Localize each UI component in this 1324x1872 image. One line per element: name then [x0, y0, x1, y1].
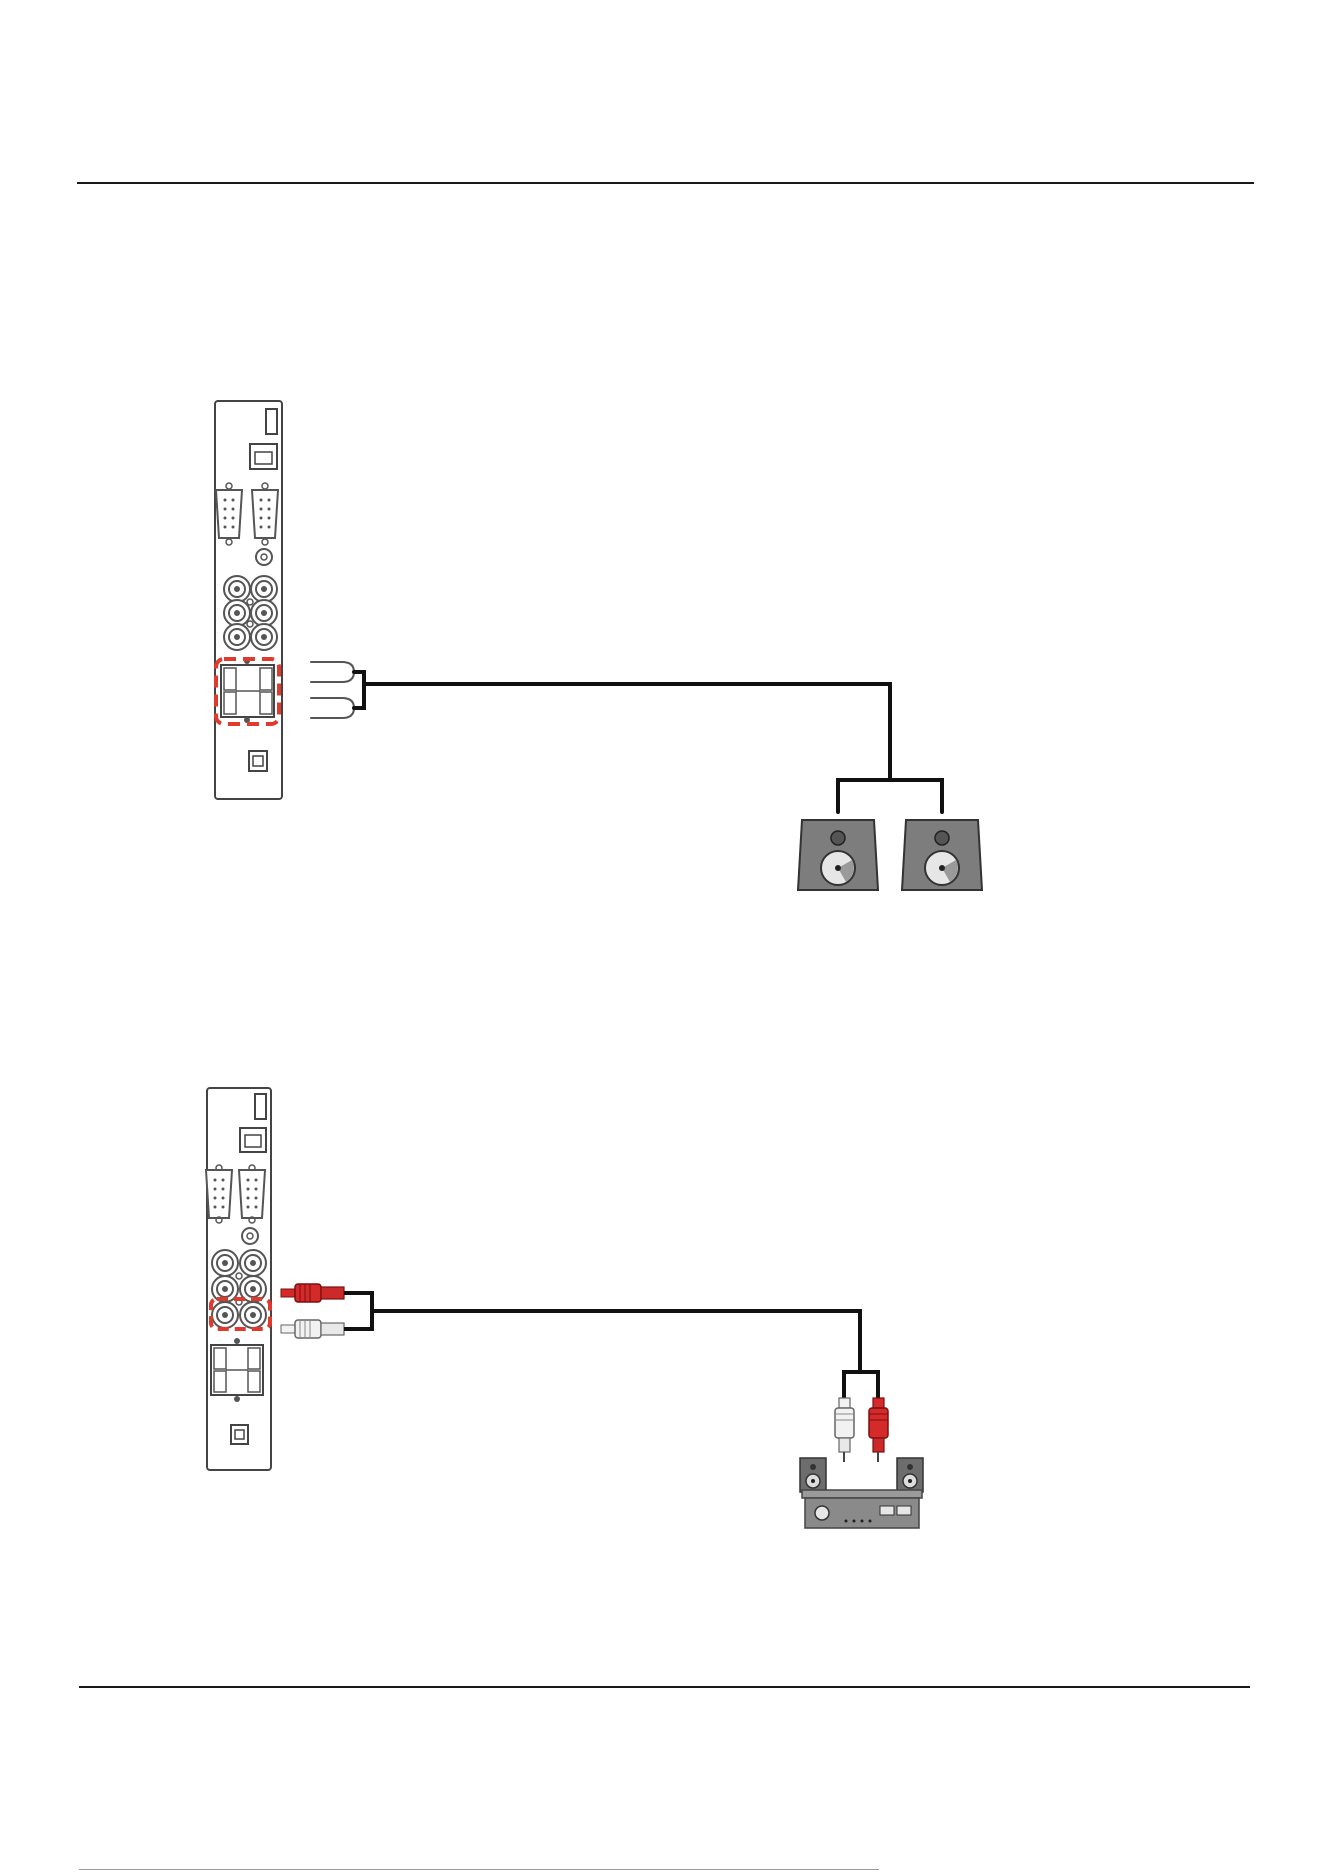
footer-rule — [79, 1686, 1250, 1688]
rear-panel-1 — [215, 401, 282, 799]
usb-port-icon — [266, 409, 277, 434]
usb-port-icon — [255, 1094, 266, 1119]
rca-jack-icon — [251, 576, 277, 602]
rca-plug-right-icon — [281, 1284, 344, 1302]
serial-port-icon — [252, 490, 278, 538]
rca-jack-icon — [212, 1302, 238, 1328]
speaker-cable — [311, 662, 942, 812]
speaker-terminal-icon — [221, 658, 274, 723]
rca-plug-left-icon — [835, 1398, 854, 1462]
audio-receiver-icon — [802, 1490, 922, 1528]
speaker-left-icon — [800, 1458, 826, 1492]
serial-port-icon — [206, 1170, 232, 1218]
diagram-speakers — [215, 401, 982, 890]
diagram-audio-out — [206, 1088, 923, 1528]
rca-jack-icon — [251, 600, 277, 626]
rca-plug-right-icon — [869, 1398, 888, 1462]
page-edge-rule — [79, 1869, 879, 1870]
audio-cable — [344, 1293, 878, 1398]
rca-jack-icon — [251, 624, 277, 650]
speaker-right-icon — [902, 820, 982, 890]
lan-port-icon — [250, 444, 277, 469]
speaker-left-icon — [798, 820, 878, 890]
serial-port-icon — [239, 1170, 265, 1218]
lan-port-icon — [240, 1128, 266, 1152]
rca-jack-icon — [212, 1250, 238, 1276]
rca-jack-icon — [240, 1302, 266, 1328]
rca-jack-icon — [224, 576, 250, 602]
rca-jack-icon — [224, 624, 250, 650]
serial-port-icon — [216, 490, 242, 538]
speaker-right-icon — [897, 1458, 923, 1492]
speaker-terminal-icon — [211, 1338, 263, 1402]
rca-plug-left-icon — [281, 1320, 344, 1338]
rca-jack-icon — [224, 600, 250, 626]
rear-panel-2 — [206, 1088, 271, 1470]
rca-jack-icon — [240, 1250, 266, 1276]
